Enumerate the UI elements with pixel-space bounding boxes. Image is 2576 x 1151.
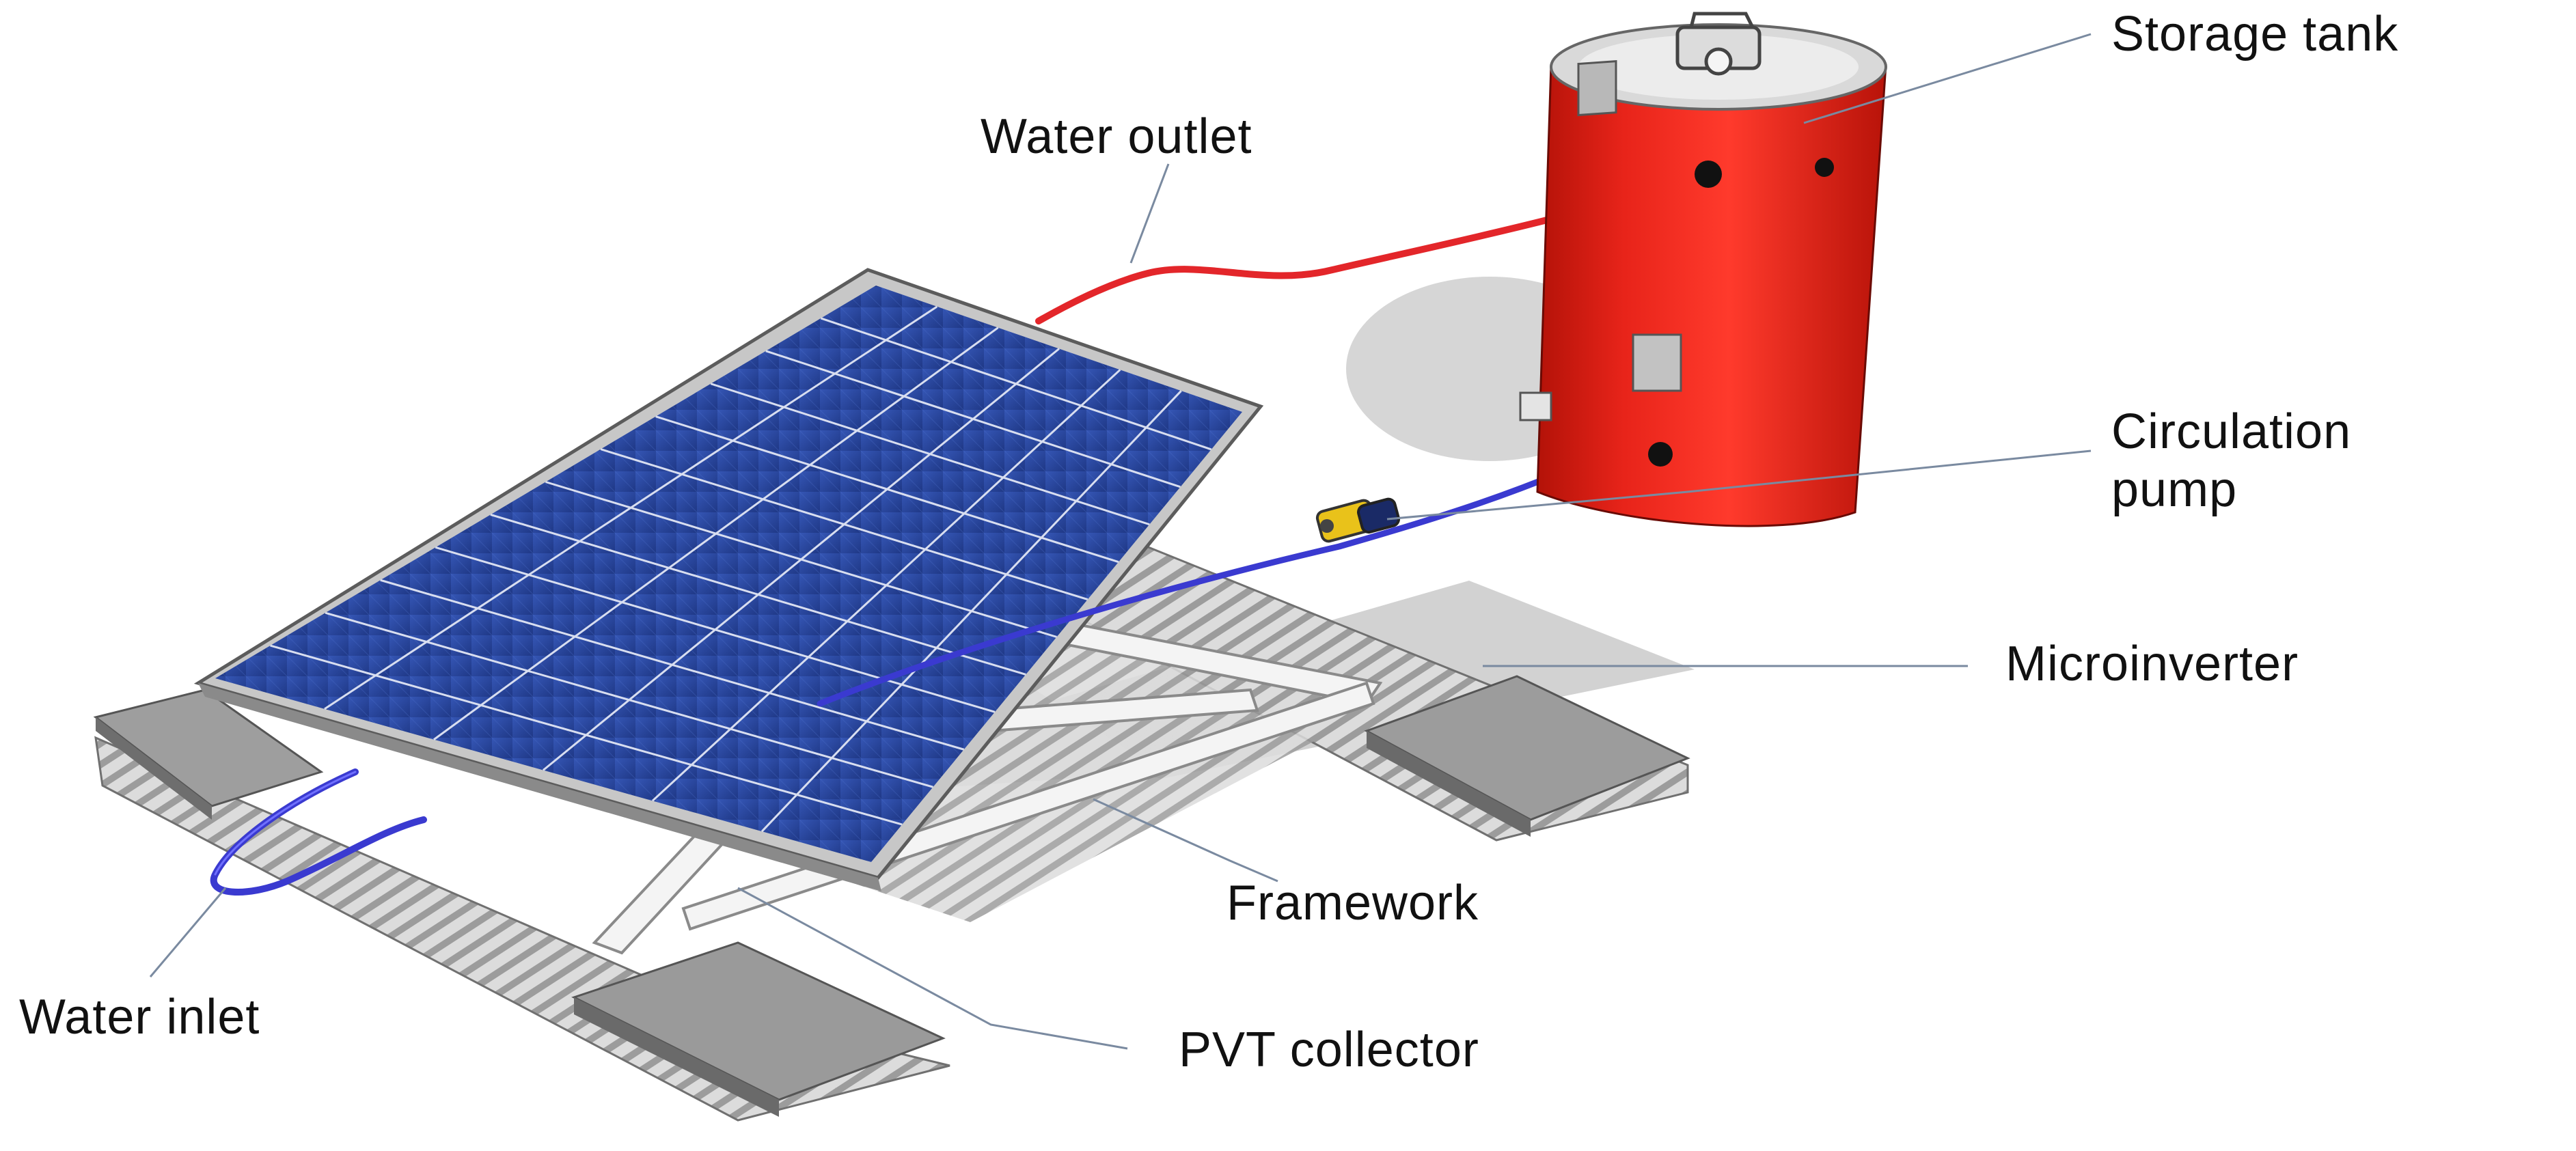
concrete-pad-left bbox=[93, 689, 324, 807]
panel-cells bbox=[215, 286, 1242, 862]
concrete-pad-front-side bbox=[574, 997, 779, 1117]
panel-grid-line bbox=[765, 350, 1181, 488]
panel-grid-line bbox=[490, 513, 1026, 676]
leader-storage-tank bbox=[1803, 33, 2092, 124]
label-circulation-pump-line1: Circulation bbox=[2111, 404, 2352, 459]
label-circulation-pump-line2: pump bbox=[2111, 462, 2238, 517]
leader-water-inlet bbox=[149, 887, 227, 977]
leader-framework bbox=[1093, 798, 1278, 883]
cold-water-pipe-inlet-highlight bbox=[214, 771, 357, 876]
concrete-pads bbox=[93, 675, 1690, 1117]
tank-panel-lower bbox=[1632, 333, 1682, 392]
pump-port bbox=[1320, 519, 1334, 533]
panel-grid bbox=[270, 305, 1212, 833]
panel-grid-line bbox=[655, 415, 1119, 564]
label-water-inlet: Water inlet bbox=[19, 990, 260, 1044]
leader-water-outlet bbox=[1129, 163, 1170, 264]
label-microinverter: Microinverter bbox=[2005, 637, 2299, 691]
panel-grid-line bbox=[600, 448, 1088, 601]
concrete-pad-right bbox=[1364, 675, 1690, 821]
panel-grid-line bbox=[435, 546, 996, 713]
label-pvt-collector: PVT collector bbox=[1179, 1023, 1479, 1077]
label-storage-tank: Storage tank bbox=[2111, 7, 2399, 61]
concrete-pad-left-side bbox=[96, 717, 212, 820]
tank-inlet-port bbox=[1648, 442, 1673, 467]
cold-water-pipe-upper bbox=[817, 441, 1630, 707]
concrete-pad-right-side bbox=[1367, 731, 1531, 837]
panel-grid-line bbox=[545, 481, 1057, 638]
panel-frame-edge bbox=[198, 683, 881, 891]
storage-tank bbox=[1519, 12, 1887, 527]
tank-controller bbox=[1519, 391, 1552, 421]
tank-outlet-port bbox=[1695, 161, 1722, 188]
tank-port-right bbox=[1815, 158, 1834, 177]
tank-body bbox=[1536, 64, 1887, 527]
circulation-pump bbox=[1315, 497, 1400, 543]
panel-grid-line bbox=[710, 383, 1150, 526]
leader-pvt-collector bbox=[737, 887, 1128, 1050]
leader-circulation-pump bbox=[1386, 449, 2092, 521]
panel-grid-line bbox=[270, 644, 903, 826]
tank-panel-upper bbox=[1577, 60, 1617, 117]
panel-grid-line bbox=[325, 611, 933, 788]
tank-valve bbox=[1675, 12, 1762, 76]
leader-lines bbox=[149, 33, 2092, 1050]
panel-grid-line bbox=[380, 579, 965, 751]
label-water-outlet: Water outlet bbox=[981, 109, 1252, 164]
pump-motor bbox=[1356, 497, 1400, 534]
label-framework: Framework bbox=[1227, 876, 1479, 930]
panel-grid-line bbox=[820, 317, 1212, 451]
label-circulation-pump: Circulation pump bbox=[2111, 403, 2351, 519]
pvt-panel bbox=[193, 268, 1264, 891]
